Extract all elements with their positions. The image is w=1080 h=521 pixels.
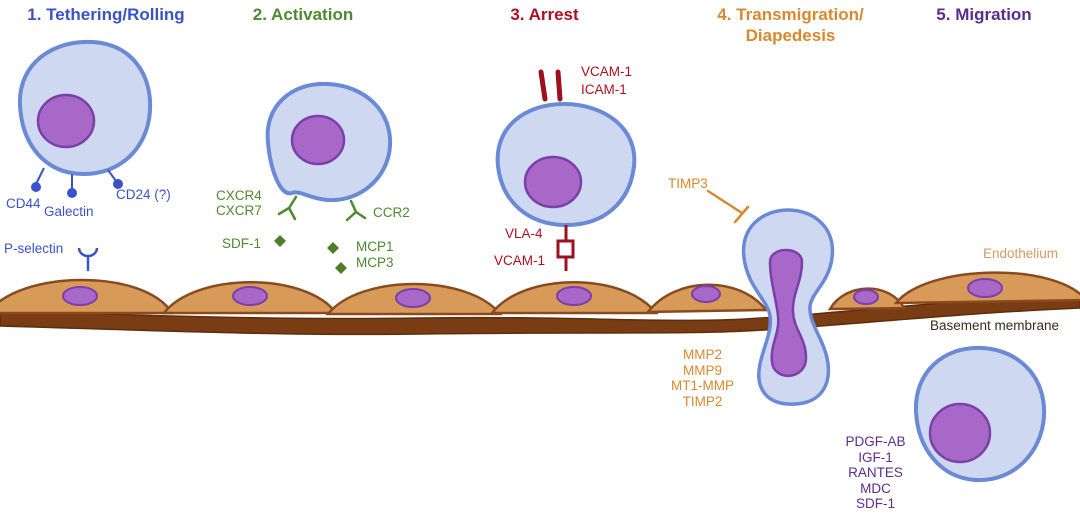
mmp2-label: MMP2 (682, 347, 722, 362)
endothelial-nuclei (62, 278, 1003, 308)
stage-title-transmigration-line2: Diapedesis (745, 26, 836, 45)
endothelial-nucleus (395, 288, 431, 308)
cd44-label: CD44 (6, 196, 41, 211)
mmp9-label: MMP9 (682, 362, 722, 378)
timp2-label: TIMP2 (682, 393, 723, 409)
cd24-receptor-icon (113, 179, 123, 189)
stage-title-tethering: 1. Tethering/Rolling (27, 5, 185, 24)
vcam1-top-label: VCAM-1 (581, 64, 633, 79)
tethering-receptor-icons (31, 167, 123, 198)
vcam1-bottom-label: VCAM-1 (494, 253, 546, 268)
mmp-factor-list: MMP2 MMP9 MT1-MMP TIMP2 (650, 347, 755, 409)
endothelial-nucleus (691, 285, 721, 303)
activation-cell-nucleus (290, 114, 346, 166)
vcam1-top-receptor-icon (538, 69, 548, 102)
vla4-vcam1-bond-icon (556, 225, 575, 271)
timp3-inhibition-icon (706, 189, 750, 224)
vla4-label: VLA-4 (505, 226, 543, 241)
basement-membrane-label: Basement membrane (930, 318, 1060, 333)
vcam-icam-receptor-icons (538, 69, 563, 102)
arrest-cell-nucleus (523, 155, 583, 209)
icam1-receptor-icon (555, 69, 563, 102)
icam1-label: ICAM-1 (581, 82, 627, 97)
p-selectin-receptor-icon (77, 247, 99, 271)
mt1-mmp-label: MT1-MMP (671, 378, 734, 393)
galectin-receptor-icon (67, 188, 77, 198)
cd24-label: CD24 (?) (116, 187, 171, 202)
sdf1-migration-label: SDF-1 (855, 496, 895, 511)
cxcr4-label: CXCR4 (216, 188, 262, 203)
p-selectin-label: P-selectin (4, 241, 64, 256)
stage-title-activation: 2. Activation (252, 5, 354, 24)
timp3-label: TIMP3 (668, 176, 708, 191)
ccr2-label: CCR2 (373, 205, 410, 220)
cd24-receptor-icon (107, 169, 117, 182)
mdc-label: MDC (860, 480, 891, 496)
transmigrating-cell-nucleus (768, 248, 808, 378)
rantes-label: RANTES (848, 465, 903, 480)
mcp1-diamond-icon (327, 242, 339, 254)
migration-factor-list: PDGF-AB IGF-1 RANTES MDC SDF-1 (828, 434, 923, 512)
migrated-cell-nucleus (928, 402, 992, 464)
igf1-label: IGF-1 (858, 449, 893, 465)
mcp3-diamond-icon (335, 262, 347, 274)
galectin-label: Galectin (44, 204, 94, 219)
stage-title-transmigration: 4. Transmigration/ Diapedesis (693, 4, 888, 46)
endothelial-nucleus (853, 289, 879, 305)
cd44-receptor-icon (31, 182, 41, 192)
endothelial-nucleus (556, 286, 592, 306)
mcp3-label: MCP3 (356, 255, 394, 270)
stage-title-transmigration-line1: 4. Transmigration/ (717, 5, 864, 24)
endothelium-label: Endothelium (983, 246, 1059, 261)
pdgf-ab-label: PDGF-AB (845, 434, 906, 449)
mcp1-label: MCP1 (356, 239, 394, 254)
cd44-receptor-icon (35, 167, 45, 185)
cxcr-y-receptor-icon (277, 195, 298, 221)
sdf1-label: SDF-1 (222, 236, 262, 251)
stage-title-arrest: 3. Arrest (510, 5, 579, 24)
endothelial-nucleus (62, 286, 98, 306)
endothelial-nucleus (967, 278, 1003, 298)
chemokine-diamond-icons (274, 235, 347, 274)
tethering-cell-nucleus (36, 93, 96, 149)
endothelial-nucleus (232, 286, 268, 306)
cxcr7-label: CXCR7 (216, 203, 262, 218)
ccr2-y-receptor-icon (345, 199, 367, 222)
stage-title-migration: 5. Migration (936, 5, 1032, 24)
sdf1-diamond-icon (274, 235, 286, 247)
